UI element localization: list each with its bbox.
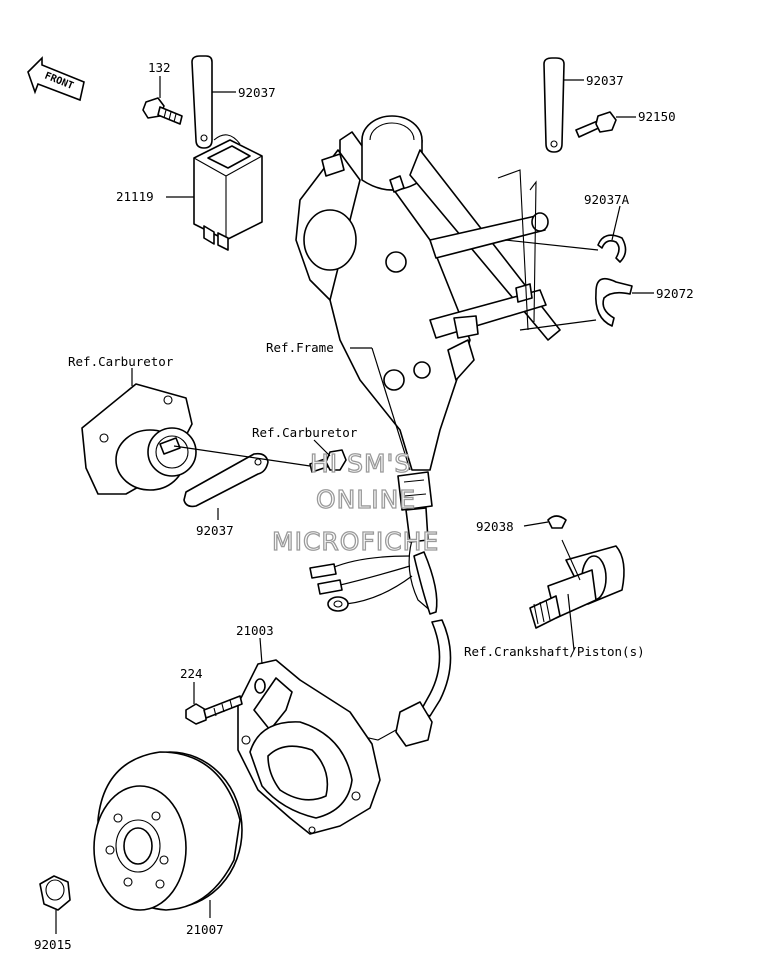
label-92072: 92072 [656,286,694,301]
label-224: 224 [180,666,203,681]
carburetor-icon [81,383,197,495]
frame-icon [295,115,561,471]
flywheel-21007-icon [93,751,243,911]
label-ref-carburetor-2: Ref.Carburetor [252,425,358,440]
strap-92037-right-icon [543,57,565,153]
label-92037-top-left: 92037 [238,85,276,100]
clip-92037A-icon [597,234,627,263]
front-arrow-icon: FRONT [27,56,85,102]
wiring-harness-icon [309,471,452,747]
crankshaft-icon [529,539,625,629]
watermark-line2: ONLINE [316,485,416,514]
label-21003: 21003 [236,623,274,638]
label-ref-crankshaft: Ref.Crankshaft/Piston(s) [464,644,645,659]
label-92037-middle: 92037 [196,523,234,538]
label-92037-top-right: 92037 [586,73,624,88]
label-92150: 92150 [638,109,676,124]
watermark-line3: MICROFICHE [272,527,439,556]
label-ref-carburetor-1: Ref.Carburetor [68,354,174,369]
key-92038-icon [547,515,567,529]
watermark: HI SM'S ONLINE MICROFICHE [271,448,439,556]
label-92015: 92015 [34,937,72,952]
bolt-carburetor-icon [309,449,347,473]
watermark-line1: HI SM'S [310,449,411,478]
label-132: 132 [148,60,171,75]
bolt-224-icon [185,695,243,725]
relay-21119-icon [193,134,263,251]
label-92037A: 92037A [584,192,630,207]
nut-92015-icon [39,875,71,911]
label-92038: 92038 [476,519,514,534]
bolt-92150-icon [575,111,617,138]
clamp-92072-icon [595,277,633,327]
strap-92037-mid-icon [183,452,269,508]
label-ref-frame: Ref.Frame [266,340,334,355]
strap-92037-icon [191,55,213,149]
bolt-132-icon [142,97,183,125]
label-21007: 21007 [186,922,224,937]
label-21119: 21119 [116,189,154,204]
stator-21003-icon [237,659,381,835]
